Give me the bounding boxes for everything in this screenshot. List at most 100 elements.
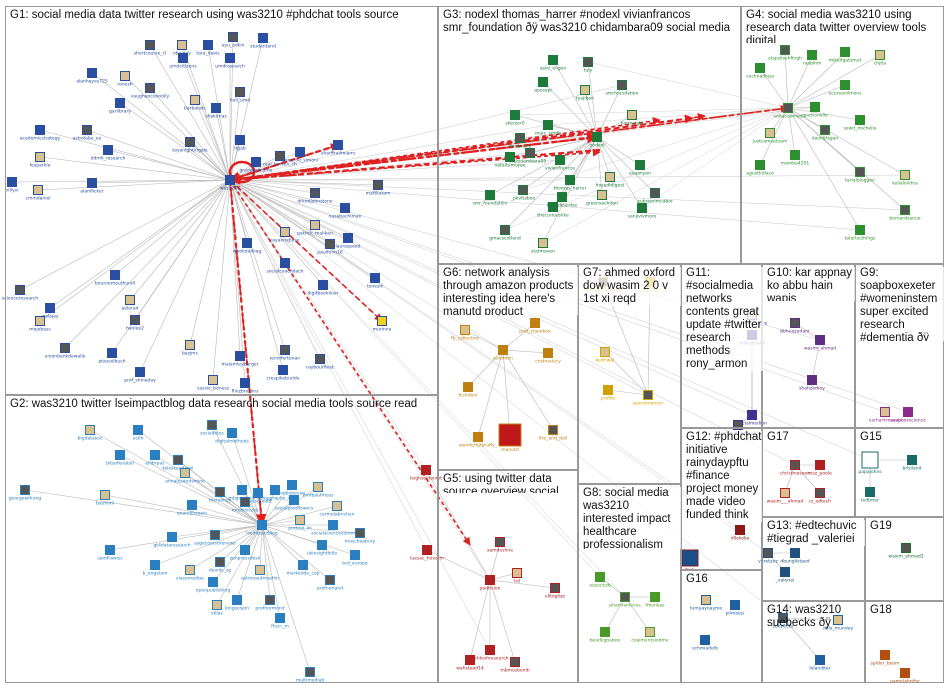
vertex-image — [35, 316, 45, 326]
vertex: fire_and_dell — [539, 425, 567, 442]
edge — [502, 349, 549, 354]
vertex-image — [103, 145, 113, 155]
vertex: tuly — [583, 57, 593, 74]
vertex-label: protest_lin — [288, 526, 312, 532]
vertex-label: tumyayoayme — [690, 606, 723, 612]
vertex-label: thomas_harrer — [554, 186, 587, 192]
edge — [261, 484, 293, 526]
vertex-image — [815, 488, 825, 498]
vertex-image — [325, 239, 335, 249]
vertex-label: socialcoachdach — [266, 269, 303, 275]
edge — [782, 617, 839, 621]
edge — [49, 179, 231, 309]
edge — [489, 579, 556, 589]
group-title: G5: using twitter data source overview s… — [443, 473, 559, 493]
vertex-label: zenpressdesk — [230, 556, 261, 562]
edge — [261, 524, 304, 566]
vertex-image — [280, 258, 290, 268]
vertex-label: davidjfagan — [812, 136, 839, 142]
group-box-g19: G19 — [865, 517, 944, 601]
vertex: greensachiton — [586, 190, 618, 207]
vertex-image — [515, 133, 525, 143]
vertex: umdcitizens — [169, 53, 197, 70]
edge — [189, 179, 231, 346]
edge — [229, 179, 784, 619]
vertex-image — [280, 345, 290, 355]
vertex-image — [498, 345, 508, 355]
vertex: real_person_ch — [263, 151, 297, 168]
vertex-label: lelanditer — [809, 666, 831, 672]
edge — [596, 136, 656, 194]
vertex-label: crespikeburide — [266, 376, 299, 382]
vertex-image — [215, 557, 225, 567]
edge — [114, 179, 231, 276]
vertex-image — [190, 95, 200, 105]
vertex: ukinsightfelts — [307, 540, 338, 557]
edge — [129, 179, 231, 301]
vertex-label: leighsoldanmt — [410, 476, 442, 482]
edge — [229, 179, 428, 551]
edge — [229, 37, 264, 181]
vertex-label: thecuriouslike — [537, 213, 569, 219]
edge — [228, 143, 339, 183]
edge — [229, 179, 906, 211]
vertex: thomas_harrer — [554, 175, 587, 192]
edge — [596, 136, 611, 178]
vertex-label: gradygradyme — [239, 168, 272, 174]
vertex-label: mamba4201 — [781, 161, 810, 167]
group-title: G10: kar appnay ko abbu hain wapis — [767, 267, 855, 301]
group-box-g2: G2: was3210 twitter lseimpactblog data r… — [5, 395, 438, 683]
group-title: G6: network analysis through amazon prod… — [443, 267, 578, 315]
vertex-label: bazjmc — [182, 351, 199, 357]
edge — [212, 179, 231, 381]
group-box-g3: G3: nodexl thomas_harrer #nodexl vivianf… — [438, 6, 741, 264]
vertex-label: b_angelam — [143, 571, 168, 577]
vertex-label: digitbookliner — [308, 291, 339, 297]
vertex: walajay — [41, 303, 59, 320]
vertex: evaanyon — [629, 160, 651, 177]
vertex-image — [855, 225, 865, 235]
vertex-label: raabihm — [803, 61, 822, 67]
vertex-label: ukinsightfelts — [307, 551, 338, 557]
vertex: b_angelam — [143, 560, 168, 577]
vertex-image — [763, 548, 773, 558]
vertex-label: astrolabe_eu — [73, 136, 102, 142]
vertex: fcchdoin — [458, 382, 478, 399]
vertex: tolarlacthings — [845, 225, 876, 242]
vertex-image — [583, 57, 593, 67]
vertex-label: scienceresearch — [2, 296, 39, 302]
vertex-label: academicstrategy — [20, 136, 61, 142]
vertex: socialmedian — [737, 410, 767, 427]
vertex: fesparkle — [30, 152, 51, 169]
vertex-label: smr_foundation — [472, 201, 507, 207]
vertex: sharffrailmiami — [321, 140, 355, 157]
vertex-label: demographs_de — [257, 496, 293, 502]
vertex: gt4dataresearch — [153, 532, 191, 549]
vertex-image — [780, 488, 790, 498]
group-box-g6: G6: network analysis through amazon prod… — [438, 264, 578, 470]
vertex-label: dala_munday — [823, 626, 854, 632]
vertex: padricion — [480, 575, 501, 592]
vertex: manutd — [498, 423, 522, 453]
vertex-image — [635, 160, 645, 170]
vertex-label: pamelahnthe — [890, 679, 920, 685]
vertex: asiel_eligen — [540, 55, 566, 72]
group-title: G12: #phdchat initiative rainydaypftu #f… — [686, 431, 764, 522]
vertex: mojobass — [29, 316, 51, 333]
vertex-label: flinzbroslins — [232, 389, 259, 395]
group-title: G17 — [767, 431, 789, 443]
vertex-image — [810, 102, 820, 112]
vertex: marc_smith — [535, 120, 561, 137]
vertex: soapboxscience — [890, 407, 926, 424]
vertex: tayanightingale — [172, 137, 208, 154]
vertex: skerzer0 — [505, 110, 525, 127]
vertex-image — [115, 98, 125, 108]
vertex-label: studentand — [250, 44, 276, 50]
vertex: gpetronello — [802, 102, 828, 119]
vertex-label: profits — [601, 396, 616, 402]
edge — [542, 107, 789, 244]
vertex: alanflicker — [80, 178, 104, 195]
vertex-image — [637, 203, 647, 213]
vertex-image — [332, 501, 342, 511]
vertex: prof_chaiebox — [519, 318, 551, 335]
